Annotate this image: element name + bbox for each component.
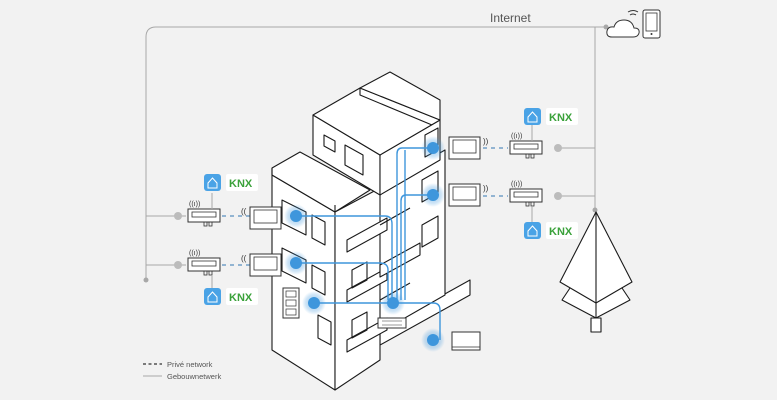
svg-text:((ı)): ((ı)) <box>511 133 522 140</box>
building-network-lines <box>143 24 609 283</box>
knx-badge-group: KNX <box>524 108 578 125</box>
svg-text:)): )) <box>483 137 489 146</box>
node-dot <box>284 204 308 228</box>
tree-icon <box>559 211 633 333</box>
knx-badge-group: KNX <box>204 288 258 305</box>
router-icon: ((ı)) <box>509 181 543 207</box>
svg-text:((: (( <box>241 207 247 216</box>
monitor-icon: )) <box>448 136 489 160</box>
node-dot <box>284 251 308 275</box>
svg-text:((ı)): ((ı)) <box>189 201 200 208</box>
knx-logo: KNX <box>229 178 253 190</box>
network-switch-icon <box>377 317 407 329</box>
node-dot <box>421 183 445 207</box>
legend-label-private: Privé network <box>167 360 213 369</box>
router-icon: ((ı)) <box>187 201 221 227</box>
internet-label: Internet <box>490 11 531 25</box>
node-dot <box>302 291 326 315</box>
router-icon: ((ı)) <box>509 133 543 159</box>
network-nodes <box>284 136 445 352</box>
cloud-icon <box>606 10 640 38</box>
node-dot <box>381 291 405 315</box>
svg-text:((ı)): ((ı)) <box>511 181 522 188</box>
intercom-panel-icon <box>282 287 300 319</box>
svg-text:((: (( <box>241 254 247 263</box>
knx-badge-group: KNX <box>524 222 578 239</box>
legend-label-building: Gebouwnetwerk <box>167 372 221 381</box>
monitor-icon: )) <box>448 183 489 207</box>
monitor-icon: (( <box>241 253 282 277</box>
knx-logo: KNX <box>549 112 573 124</box>
knx-logo: KNX <box>549 226 573 238</box>
smartphone-icon <box>642 9 661 39</box>
legend: Privé network Gebouwnetwerk <box>143 360 221 381</box>
laptop-icon <box>451 331 481 351</box>
svg-text:((ı)): ((ı)) <box>189 250 200 257</box>
knx-logo: KNX <box>229 292 253 304</box>
router-icon: ((ı)) <box>187 250 221 276</box>
node-dot <box>421 328 445 352</box>
node-dot <box>421 136 445 160</box>
svg-text:)): )) <box>483 184 489 193</box>
building-wiring <box>296 147 441 340</box>
monitor-icon: (( <box>241 206 282 230</box>
knx-badge-group: KNX <box>204 174 258 191</box>
